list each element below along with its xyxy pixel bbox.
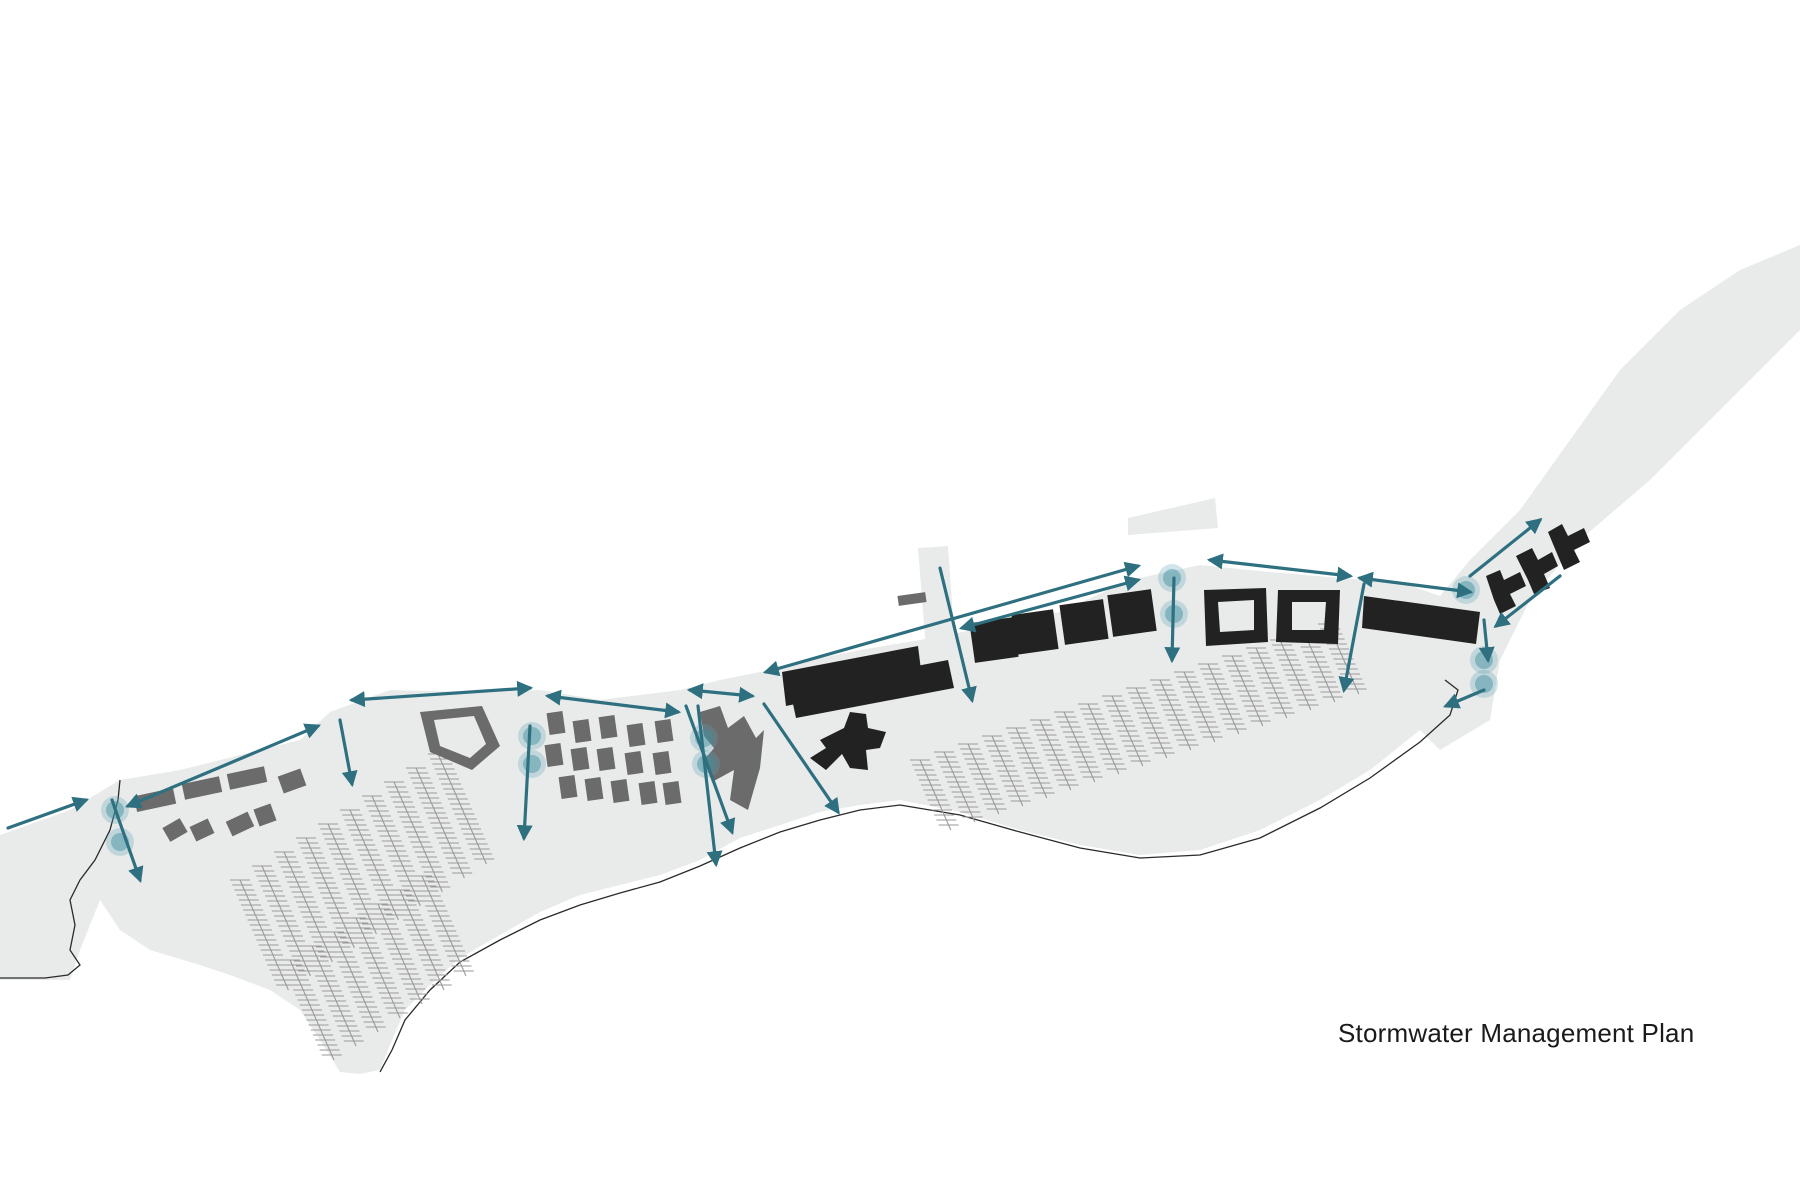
bioretention-halo (1470, 670, 1498, 698)
flow-arrow (696, 704, 723, 868)
building (544, 742, 564, 768)
flow-arrow (544, 689, 682, 719)
building (638, 780, 658, 806)
flow-arrow (348, 680, 534, 708)
building-block (1059, 599, 1109, 645)
buildings-grid (544, 710, 682, 806)
building (598, 714, 618, 740)
marina-slips-west (230, 753, 495, 1061)
flow-arrow (516, 724, 533, 842)
building (626, 722, 646, 748)
bioretention-basin (523, 755, 541, 773)
flow-arrow (686, 683, 756, 703)
bioretention-basin (523, 727, 541, 745)
building-stepped (1516, 548, 1558, 594)
bioretention-halo (1158, 564, 1186, 592)
flow-arrow (762, 702, 840, 815)
building (652, 750, 672, 776)
breakwater-north (1128, 498, 1218, 535)
flow-arrow (6, 796, 90, 830)
flow-arrow (1338, 582, 1366, 694)
flow-arrow (938, 566, 977, 704)
buildings-zigzag (700, 706, 764, 810)
building (572, 718, 592, 744)
building (584, 776, 604, 802)
building (225, 811, 255, 837)
flow-arrow (1478, 618, 1495, 664)
building (654, 718, 674, 744)
building (546, 710, 566, 736)
flow-arrow (338, 718, 358, 788)
building (162, 818, 188, 842)
building (253, 803, 277, 827)
building (610, 778, 630, 804)
bioretention-basin (1163, 569, 1181, 587)
building-block (1107, 589, 1157, 637)
building (624, 750, 644, 776)
flow-arrow (1493, 574, 1562, 628)
building-zigzag (700, 706, 764, 810)
building-block (1011, 609, 1059, 655)
bioretention-halo (518, 722, 546, 750)
building (662, 780, 682, 806)
bioretention-halo (690, 724, 718, 752)
flow-arrow (1468, 518, 1543, 578)
building-pentagon (420, 706, 500, 770)
bioretention-basin (1475, 675, 1493, 693)
stormwater-flow-arrows (6, 518, 1562, 884)
plan-title: Stormwater Management Plan (1338, 1018, 1695, 1048)
building (570, 746, 590, 772)
building (189, 818, 215, 842)
building (596, 746, 616, 772)
building-small (897, 592, 927, 606)
flow-arrow (958, 575, 1142, 633)
bioretention-basin (1475, 651, 1493, 669)
building (558, 774, 578, 800)
building-courtyard (1276, 590, 1340, 644)
building-stepped (1486, 570, 1526, 614)
flow-arrow (684, 704, 736, 836)
bioretention-halo (106, 828, 134, 856)
flow-arrow (125, 723, 321, 809)
flow-arrow (110, 798, 144, 884)
building-stepped (1548, 524, 1590, 570)
coastline (0, 679, 1459, 1073)
building-courtyard (1204, 588, 1268, 646)
flow-arrow (1443, 688, 1486, 709)
flow-arrow (1164, 576, 1181, 664)
flow-arrow (1356, 571, 1474, 599)
building-long (1362, 596, 1480, 644)
marina-slips-east (910, 623, 1367, 831)
flow-arrow (1206, 553, 1354, 583)
bioretention-halo (518, 750, 546, 778)
building-star (810, 712, 886, 770)
